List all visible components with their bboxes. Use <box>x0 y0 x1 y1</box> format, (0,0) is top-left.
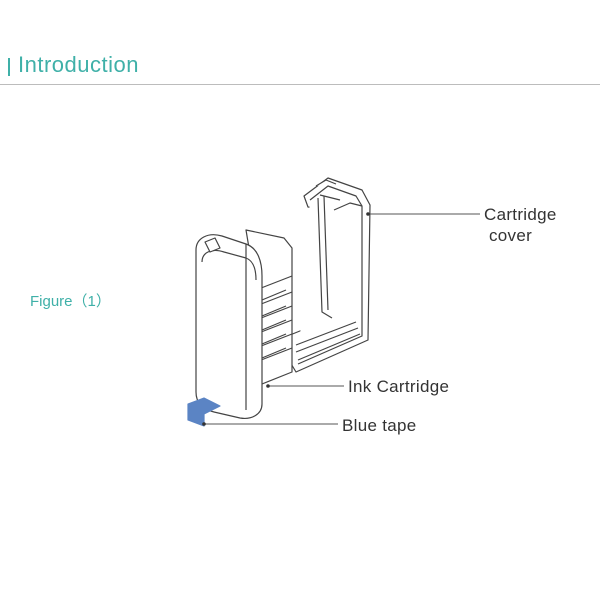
ink-cartridge-label: Ink Cartridge <box>348 377 450 396</box>
cartridge-cover-label-line2: cover <box>489 226 533 245</box>
cartridge-cover-label-line1: Cartridge <box>484 205 557 224</box>
blue-tape-shape <box>187 397 221 427</box>
figure-label: Figure（1） <box>30 293 111 310</box>
cartridge-cover-shape <box>289 177 371 373</box>
blue-tape-leader-dot <box>202 422 206 426</box>
section-header: Introduction <box>0 0 600 86</box>
blue-tape-label: Blue tape <box>342 416 417 435</box>
ink-cartridge-shape <box>195 229 293 419</box>
header-accent-bar <box>8 58 10 76</box>
header-divider <box>0 84 600 85</box>
ink-cartridge-leader-dot <box>266 384 270 388</box>
cartridge-cover-leader-dot <box>366 212 370 216</box>
page-title: Introduction <box>18 52 139 77</box>
